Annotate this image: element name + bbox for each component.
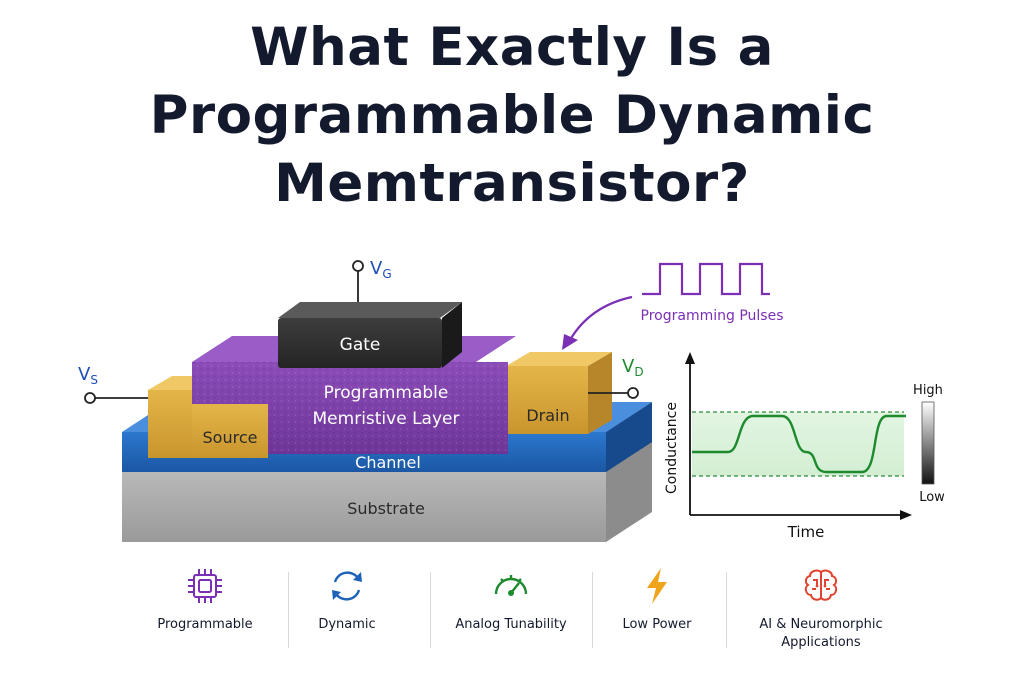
source-terminal (84, 392, 148, 404)
page-title: What Exactly Is a Programmable Dynamic M… (0, 14, 1024, 218)
memtransistor-diagram: Gate Programmable Memristive Layer Sourc… (78, 258, 945, 542)
feature-dynamic: Dynamic (272, 566, 422, 634)
graph-x-label: Time (787, 523, 825, 541)
gate-block (278, 302, 462, 368)
scale-high-label: High (913, 383, 943, 398)
conductance-scale-bar (921, 401, 935, 485)
title-line-2: Programmable Dynamic (149, 85, 875, 146)
vs-label: VS (78, 364, 98, 387)
divider (592, 572, 593, 648)
feature-ai-neuromorphic: AI & Neuromorphic Applications (736, 566, 906, 652)
divider (726, 572, 727, 648)
feature-label: Low Power (622, 617, 692, 632)
source-label: Source (203, 428, 258, 447)
substrate-label: Substrate (347, 499, 425, 518)
title-line-3: Memtransistor? (274, 153, 750, 214)
memristive-label-line2: Memristive Layer (313, 409, 460, 429)
gate-terminal (352, 260, 364, 302)
pulse-train-icon (642, 262, 770, 296)
title-line-1: What Exactly Is a (250, 17, 774, 78)
feature-programmable: Programmable (130, 566, 280, 634)
gate-label: Gate (340, 335, 381, 355)
feature-low-power: Low Power (582, 566, 732, 634)
pulses-label: Programming Pulses (641, 308, 784, 324)
divider (430, 572, 431, 648)
vd-label: VD (622, 356, 644, 379)
feature-label: Programmable (157, 617, 253, 632)
memristive-label-line1: Programmable (324, 383, 449, 403)
drain-label: Drain (526, 406, 569, 425)
divider (288, 572, 289, 648)
graph-y-label: Conductance (664, 402, 680, 494)
feature-label: Dynamic (318, 617, 376, 632)
conductance-curve (692, 414, 906, 474)
feature-label: Analog Tunability (455, 617, 567, 632)
chip-icon (188, 569, 222, 603)
vg-label: VG (370, 258, 392, 281)
brain-icon (804, 569, 838, 601)
channel-label: Channel (355, 453, 421, 472)
source-electrode-front (148, 390, 268, 458)
scale-low-label: Low (919, 490, 945, 505)
feature-analog-tunability: Analog Tunability (436, 566, 586, 634)
conductance-graph (685, 352, 912, 520)
drain-terminal (588, 387, 639, 399)
feature-label: AI & Neuromorphic Applications (759, 617, 883, 650)
pulse-arrow-icon (562, 295, 633, 350)
feature-row: Programmable Dynamic Analog Tunability (140, 566, 900, 666)
gauge-icon (494, 575, 528, 596)
cycle-arrows-icon (332, 571, 362, 601)
lightning-icon (647, 568, 667, 604)
